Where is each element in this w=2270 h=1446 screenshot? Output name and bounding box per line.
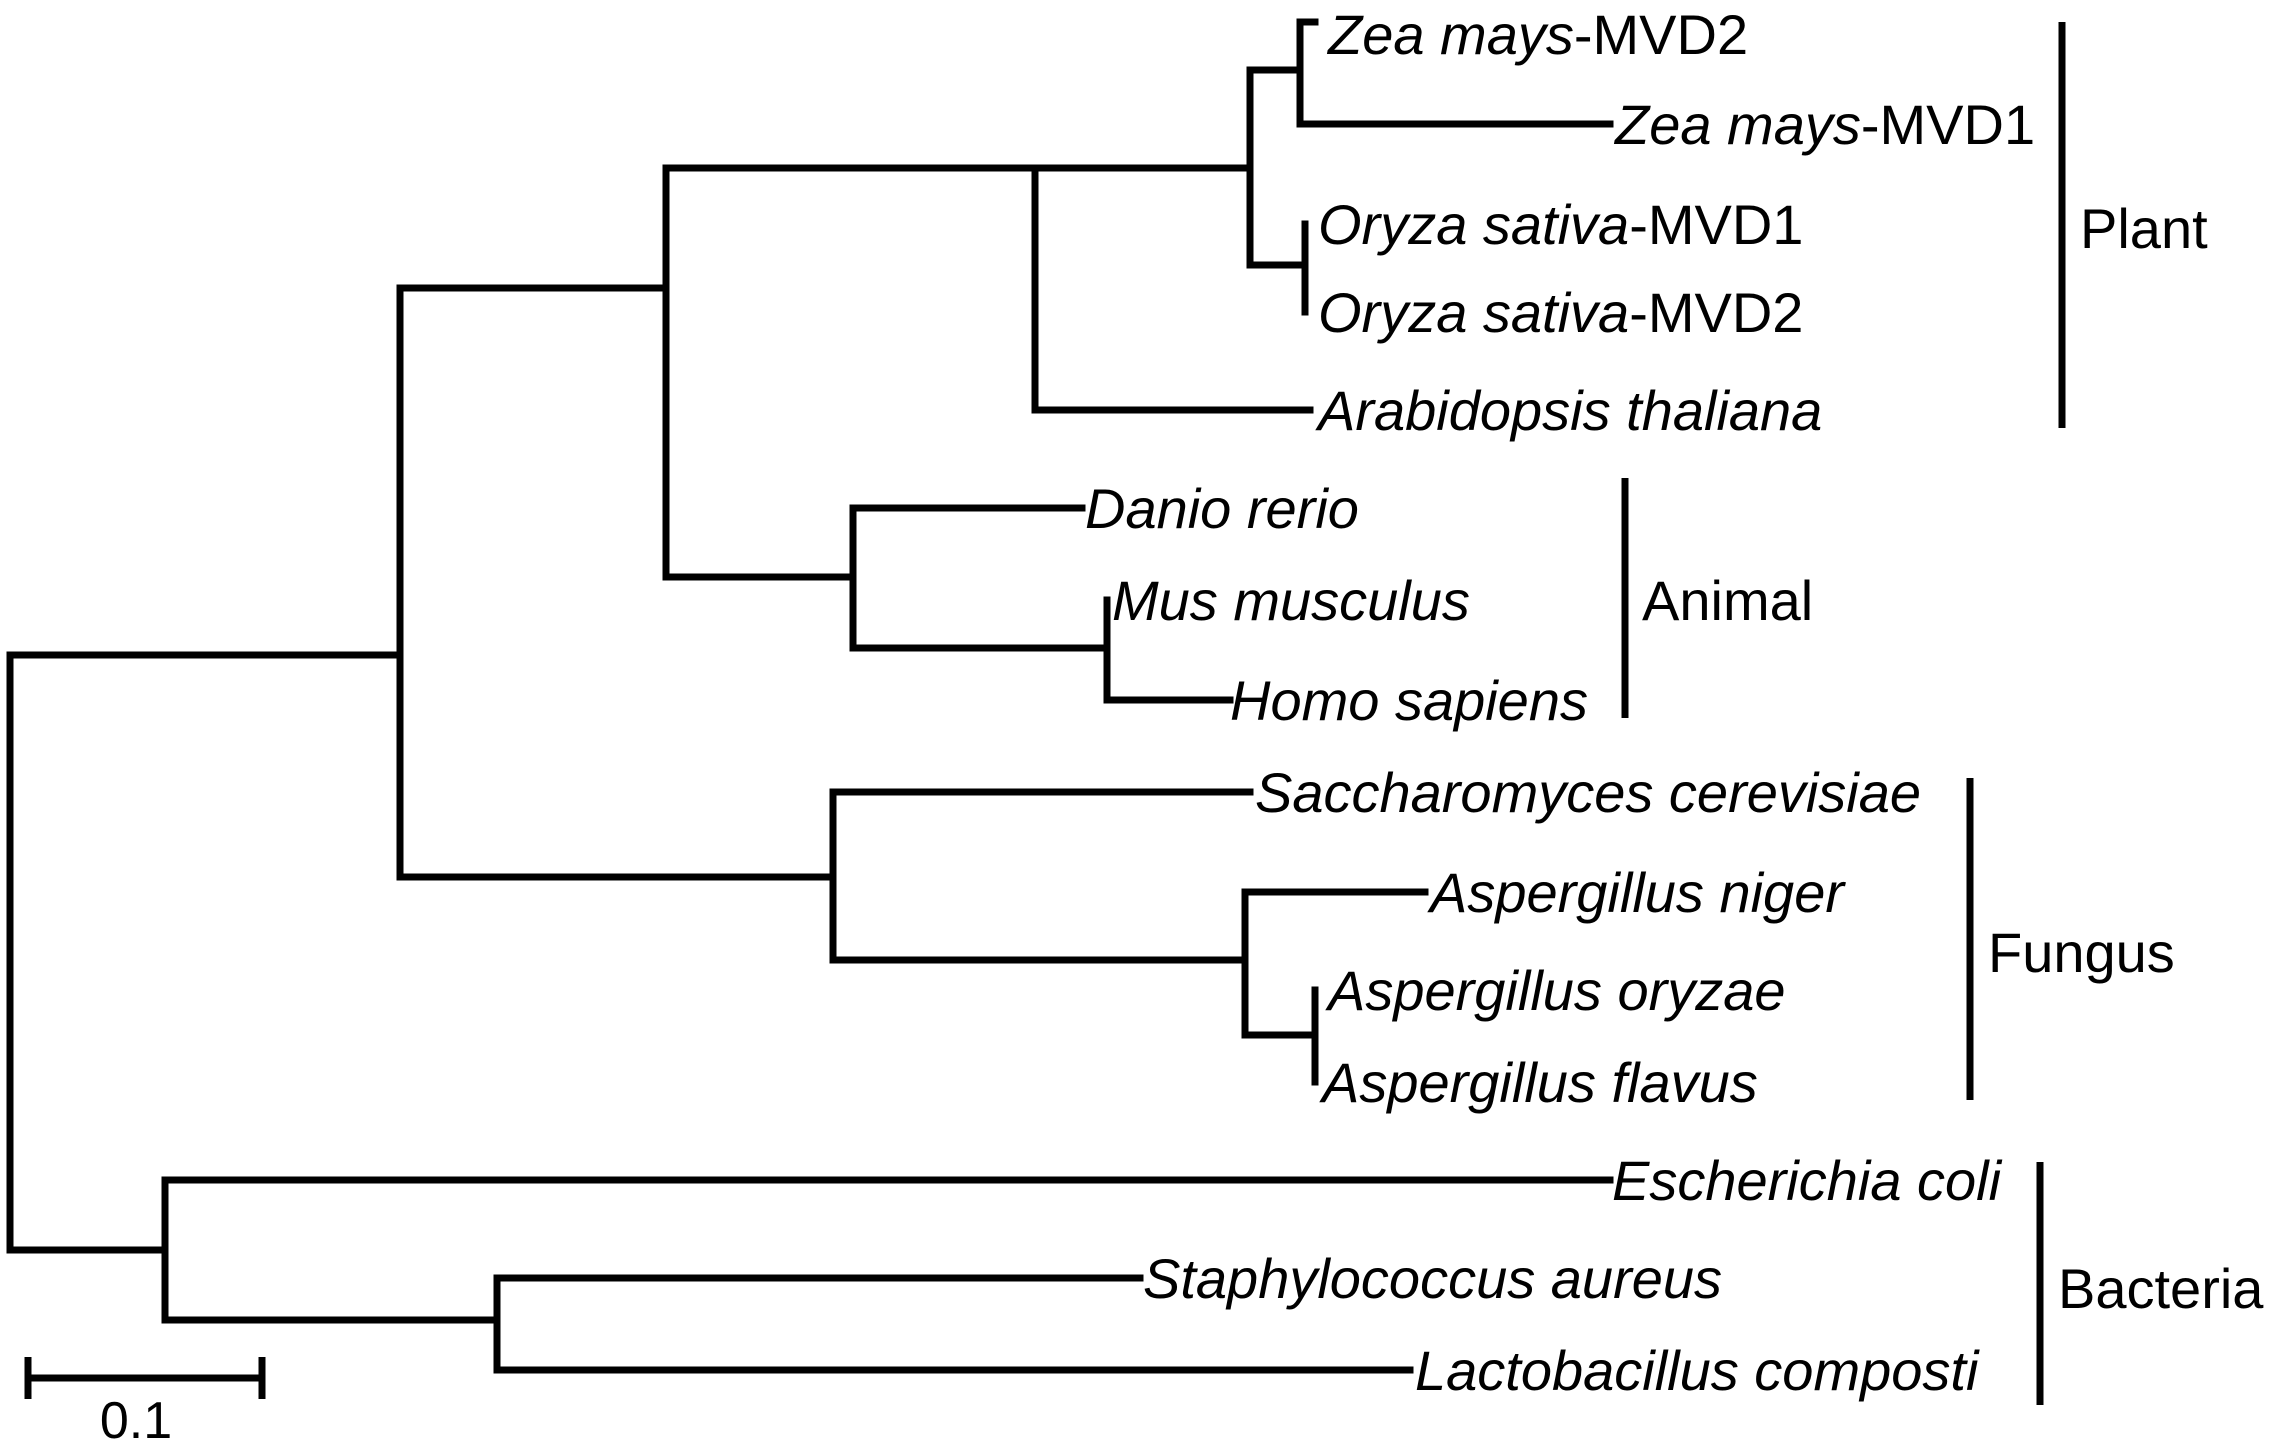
leaf-gene-suffix: -MVD2 [1574, 3, 1748, 66]
group-label-bacteria: Bacteria [2058, 1257, 2264, 1320]
leaf-species-name: Aspergillus oryzae [1325, 959, 1786, 1022]
leaf-label-homo: Homo sapiens [1230, 669, 1588, 732]
leaf-species-name: Danio rerio [1085, 477, 1359, 540]
leaf-species-name: Lactobacillus composti [1415, 1339, 1980, 1402]
leaf-label-mus: Mus musculus [1112, 569, 1470, 632]
group-label-plant: Plant [2080, 197, 2208, 260]
scale-bar-label: 0.1 [100, 1392, 172, 1446]
leaf-species-name: Staphylococcus aureus [1143, 1247, 1722, 1310]
group-label-fungus: Fungus [1988, 921, 2175, 984]
leaf-species-name: Escherichia coli [1612, 1149, 2003, 1212]
leaf-species-name: Oryza sativa [1318, 193, 1629, 256]
leaf-species-name: Aspergillus niger [1427, 861, 1846, 924]
leaf-species-name: Homo sapiens [1230, 669, 1588, 732]
leaf-species-name: Zea mays [1613, 93, 1861, 156]
leaf-label-zea-mvd2: Zea mays-MVD2 [1326, 3, 1748, 66]
leaf-label-arabidopsis: Arabidopsis thaliana [1315, 379, 1822, 442]
leaf-label-staph: Staphylococcus aureus [1143, 1247, 1722, 1310]
leaf-label-zea-mvd1: Zea mays-MVD1 [1613, 93, 2035, 156]
scale-bar: 0.1 [24, 1357, 266, 1446]
leaf-label-saccharomyces: Saccharomyces cerevisiae [1255, 761, 1921, 824]
leaf-label-ecoli: Escherichia coli [1612, 1149, 2003, 1212]
leaf-gene-suffix: -MVD1 [1861, 93, 2035, 156]
leaf-label-danio: Danio rerio [1085, 477, 1359, 540]
group-label-animal: Animal [1642, 569, 1813, 632]
leaf-label-asp-niger: Aspergillus niger [1427, 861, 1846, 924]
leaf-gene-suffix: -MVD1 [1629, 193, 1803, 256]
leaf-species-name: Oryza sativa [1318, 281, 1629, 344]
leaf-gene-suffix: -MVD2 [1629, 281, 1803, 344]
leaf-species-name: Aspergillus flavus [1319, 1051, 1758, 1114]
leaf-label-oryza-mvd2: Oryza sativa-MVD2 [1318, 281, 1803, 344]
tree-branches [6, 18, 1614, 1374]
leaf-label-oryza-mvd1: Oryza sativa-MVD1 [1318, 193, 1803, 256]
leaf-species-name: Saccharomyces cerevisiae [1255, 761, 1921, 824]
leaf-label-asp-flavus: Aspergillus flavus [1319, 1051, 1758, 1114]
leaf-label-lacto: Lactobacillus composti [1415, 1339, 1980, 1402]
leaf-species-name: Arabidopsis thaliana [1315, 379, 1822, 442]
leaf-species-name: Zea mays [1326, 3, 1574, 66]
leaf-label-asp-oryzae: Aspergillus oryzae [1325, 959, 1786, 1022]
leaf-species-name: Mus musculus [1112, 569, 1470, 632]
